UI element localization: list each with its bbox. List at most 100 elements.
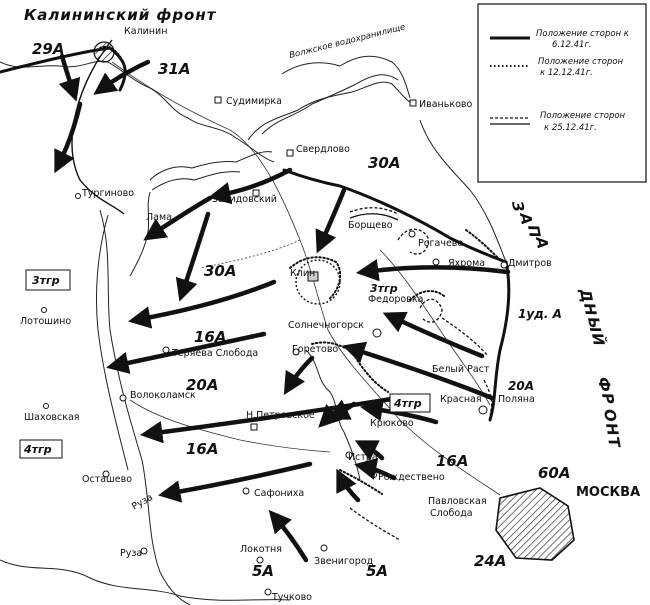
army-30a-north: 30А bbox=[368, 154, 400, 172]
group-4-west-box bbox=[19, 439, 63, 459]
klin-position bbox=[295, 259, 341, 305]
town-zvenigorod: Звенигород bbox=[314, 556, 374, 567]
west-front-letter-6: Н bbox=[580, 302, 600, 318]
moscow-area bbox=[495, 487, 575, 561]
army-24a: 24А bbox=[474, 552, 506, 570]
reservoir-inner bbox=[261, 74, 399, 135]
legend-text-2a: Положение сторон bbox=[538, 57, 624, 67]
west-front-letter-11: О bbox=[600, 408, 620, 424]
town-sudimirka: Судимирка bbox=[226, 96, 282, 107]
group-4-center-box bbox=[389, 393, 431, 413]
map-title: Калининский фронт bbox=[24, 6, 217, 24]
west-front-letter-7: Ы bbox=[584, 316, 605, 335]
tank-group-labels: 3тгр 3тгр 4тгр 4тгр bbox=[19, 269, 431, 459]
west-front-letter-10: Р bbox=[598, 392, 618, 406]
town-zavidovsky: Завидовский bbox=[212, 194, 277, 205]
legend-text-1b: 6.12.41г. bbox=[552, 40, 592, 50]
group-3-west: 3тгр bbox=[32, 274, 60, 287]
reservoir-south-shore bbox=[247, 81, 413, 141]
army-60a: 60А bbox=[538, 464, 570, 482]
lama-river bbox=[129, 191, 151, 277]
moskva-river bbox=[0, 559, 291, 601]
town-rozhdestveno: Рождествено bbox=[378, 472, 445, 483]
town-tuchkovo: Тучково bbox=[271, 592, 312, 603]
town-polyana: Поляна bbox=[498, 394, 535, 405]
town-safonikha: Сафониха bbox=[254, 488, 304, 499]
town-kalinin: Калинин bbox=[124, 26, 167, 37]
west-front-letter-1: З bbox=[508, 200, 528, 214]
town-volokolamsk: Волоколамск bbox=[130, 390, 196, 401]
group-3-west-box bbox=[25, 269, 71, 291]
legend-text-1a: Положение сторон к bbox=[536, 29, 630, 39]
army-1ud: 1уд. А bbox=[518, 307, 562, 321]
town-dmitrov: Дмитров bbox=[508, 258, 552, 269]
army-16a-mid: 16А bbox=[186, 440, 218, 458]
town-fedorovka: Федоровка bbox=[368, 294, 423, 305]
legend-text-3a: Положение сторон bbox=[540, 111, 626, 121]
rivers bbox=[0, 55, 507, 605]
army-29a: 29А bbox=[32, 40, 64, 58]
army-20a-north: 20А bbox=[508, 379, 534, 393]
town-ruza: Руза bbox=[120, 548, 142, 559]
town-moskva: МОСКВА bbox=[576, 485, 640, 500]
town-pavlovskaya: Павловская bbox=[428, 496, 487, 507]
group-4-west: 4тгр bbox=[23, 443, 52, 456]
town-krasnaya: Красная bbox=[440, 394, 482, 405]
kalinin-town bbox=[93, 41, 115, 63]
town-goretovo: Горетово bbox=[292, 344, 338, 355]
town-yakhroma: Яхрома bbox=[448, 258, 485, 269]
ruza-river bbox=[99, 209, 191, 605]
town-ivankovo: Иваньково bbox=[419, 99, 472, 110]
volga-river bbox=[0, 60, 275, 163]
army-31a: 31А bbox=[158, 60, 190, 78]
west-front-letter-8: Й bbox=[588, 331, 609, 347]
town-kryukovo: Крюково bbox=[370, 418, 414, 429]
legend-text-3b: к 25.12.41г. bbox=[544, 123, 597, 133]
west-front-label: З А П А Д Н Ы Й Ф Р О Н Т bbox=[508, 200, 624, 451]
town-rogachevo: Рогачево bbox=[418, 238, 463, 249]
town-sverdlovo: Свердлово bbox=[296, 144, 350, 155]
kalinin-front-boundary bbox=[71, 39, 125, 215]
army-16a-north: 16А bbox=[194, 328, 226, 346]
reservoir-north-shore bbox=[281, 55, 411, 99]
west-front-letter-5: Д bbox=[576, 287, 596, 304]
group-3-fedorovka: 3тгр bbox=[370, 282, 398, 295]
reservoir-label: Волжское водохранилище bbox=[288, 22, 406, 61]
town-bely-rast: Белый Раст bbox=[432, 364, 490, 375]
reservoir-arm-south bbox=[149, 151, 273, 181]
town-ostashevo: Осташево bbox=[82, 474, 132, 485]
town-shakhovskaya: Шаховская bbox=[24, 412, 80, 423]
ruza-river-label: Руза bbox=[130, 492, 155, 513]
west-front-letter-9: Ф bbox=[594, 376, 614, 394]
legend-text-2b: к 12.12.41г. bbox=[540, 68, 593, 78]
legend: Положение сторон к 6.12.41г. Положение с… bbox=[477, 3, 647, 183]
town-teryaeva: Теряева Слобода bbox=[171, 348, 258, 359]
town-istra: Истра bbox=[348, 452, 378, 463]
town-borshchevo: Борщево bbox=[348, 220, 393, 231]
attack-arrows bbox=[54, 53, 511, 563]
town-lokotnya: Локотня bbox=[240, 544, 282, 555]
town-markers bbox=[41, 96, 508, 596]
group-4-center: 4тгр bbox=[393, 397, 422, 410]
town-n-petrovskoe: Н.Петровское bbox=[246, 410, 315, 421]
army-30a-mid: 30А bbox=[204, 262, 236, 280]
town-lotoshino: Лотошино bbox=[20, 316, 71, 327]
town-sloboda: Слобода bbox=[430, 508, 473, 519]
army-5a-west: 5А bbox=[252, 562, 274, 580]
army-labels: 29А 31А 30А 30А 1уд. А 16А 20А 20А 16А 1… bbox=[32, 40, 570, 580]
town-lama: Лама bbox=[146, 212, 172, 223]
legend-box bbox=[477, 3, 647, 183]
town-klin: Клин bbox=[290, 268, 315, 279]
town-labels: Калинин Судимирка Иваньково Свердлово Ту… bbox=[20, 26, 640, 603]
town-solnechnogorsk: Солнечногорск bbox=[288, 320, 364, 331]
frontline-25-12 bbox=[349, 207, 493, 541]
west-front-letter-4: А bbox=[532, 235, 552, 251]
west-front-letter-13: Т bbox=[604, 436, 624, 451]
town-turginovo: Тургиново bbox=[81, 188, 134, 199]
army-5a-east: 5А bbox=[366, 562, 388, 580]
river-east bbox=[419, 119, 507, 263]
army-16a-south: 16А bbox=[436, 452, 468, 470]
west-front-letter-3: П bbox=[524, 224, 544, 240]
ruza-river-west bbox=[95, 214, 129, 471]
